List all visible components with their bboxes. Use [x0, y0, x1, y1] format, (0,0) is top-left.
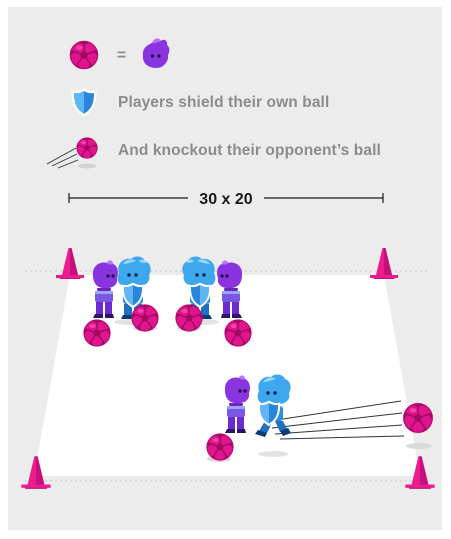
- defender-ball: [132, 305, 158, 331]
- attacker-ball: [84, 320, 110, 346]
- attacker-ball: [225, 320, 251, 346]
- dimension-label: 30 x 20: [199, 191, 252, 208]
- moving-ball-icon: [77, 138, 97, 158]
- knockout-rule-text: And knockout their opponent’s ball: [118, 142, 381, 159]
- attacker-ball: [207, 434, 233, 460]
- defender-ball: [176, 305, 202, 331]
- shield-rule-text: Players shield their own ball: [118, 94, 329, 111]
- soccer-ball-icon: [70, 41, 97, 68]
- knocked-out-ball: [404, 404, 433, 433]
- ball-shadow: [78, 164, 96, 169]
- equals-sign: =: [117, 47, 126, 64]
